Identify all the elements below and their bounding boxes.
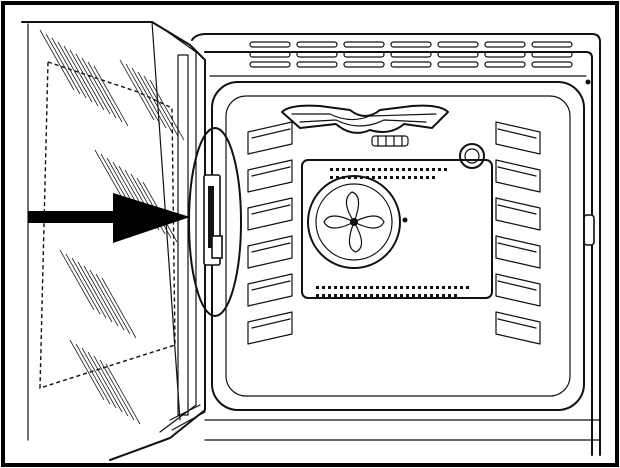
top-heating-element	[281, 104, 449, 147]
oven-lamp-icon	[459, 143, 485, 169]
oven-door-open	[21, 21, 206, 461]
top-vent-slots	[249, 41, 573, 68]
right-door-catch	[583, 214, 595, 246]
right-shelf-rails	[495, 121, 541, 345]
door-glass-window	[39, 61, 176, 389]
hinge-highlight	[188, 127, 242, 317]
highlight-ellipse	[188, 127, 242, 317]
back-wall-panel	[301, 159, 493, 299]
pointer-arrow	[28, 193, 190, 243]
left-shelf-rails	[247, 121, 293, 345]
oven-cavity	[211, 81, 585, 411]
fan-icon	[323, 191, 385, 253]
oven-body	[191, 33, 601, 456]
